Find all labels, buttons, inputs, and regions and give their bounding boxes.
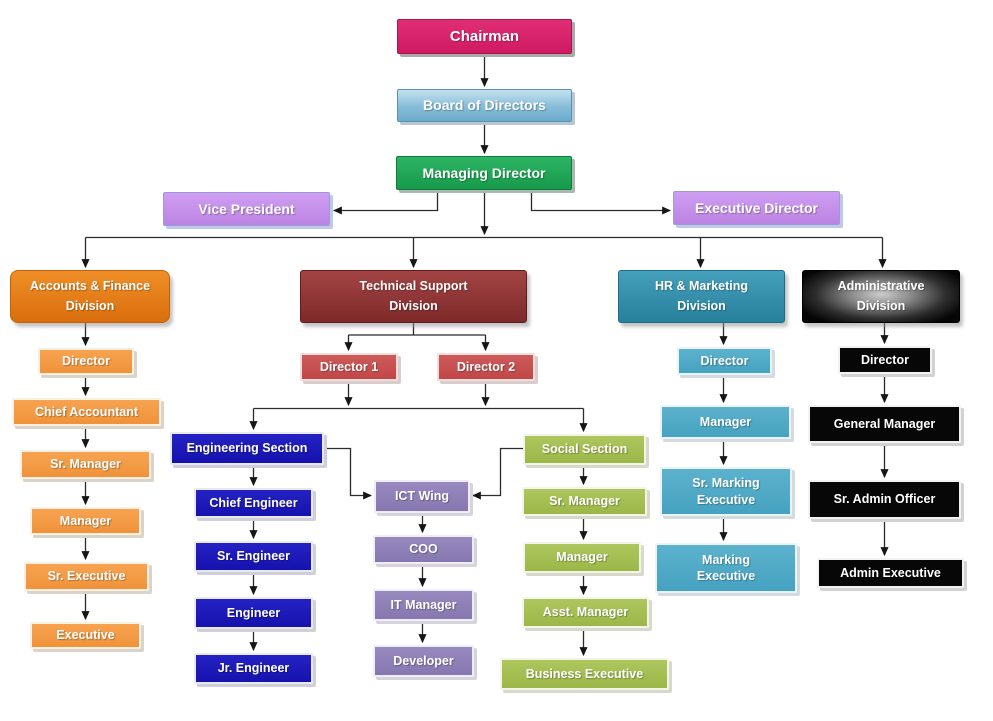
division-hr-marketing: HR & Marketing Division [618,270,785,323]
node-engineer: Engineer [194,597,313,629]
node-sr-executive: Sr. Executive [24,562,149,591]
node-chief-accountant: Chief Accountant [12,398,161,426]
division-technical-support: Technical Support Division [300,270,527,323]
division-title: Technical Support Division [359,279,468,313]
node-director-2: Director 2 [437,353,535,381]
node-executive-director: Executive Director [673,191,840,225]
node-admin-director: Director [838,346,932,374]
division-bus-arrows [81,236,887,269]
node-managing-director: Managing Director [396,156,572,190]
node-chairman: Chairman [397,19,572,54]
node-executive: Executive [30,622,141,649]
node-it-manager: IT Manager [373,589,474,621]
node-business-executive: Business Executive [500,658,669,690]
top-chain-arrows [332,54,672,236]
node-asst-manager: Asst. Manager [522,597,649,628]
node-engineering-section: Engineering Section [170,432,324,465]
division-title: Accounts & Finance Division [29,279,151,313]
node-jr-engineer: Jr. Engineer [194,653,313,684]
node-admin-executive: Admin Executive [817,558,964,588]
division-title: Administrative Division [837,279,925,313]
division-administrative: Administrative Division [802,270,960,323]
node-marking-executive: Marking Executive [655,543,797,593]
node-sr-admin-officer: Sr. Admin Officer [808,480,961,519]
node-social-manager: Manager [523,542,641,573]
node-sr-engineer: Sr. Engineer [194,541,313,572]
node-general-manager: General Manager [808,405,961,443]
division-accounts-finance: Accounts & Finance Division [10,270,170,323]
node-vice-president: Vice President [163,192,330,226]
division-title: HR & Marketing Division [654,279,749,313]
node-developer: Developer [373,645,474,677]
node-accounts-sr-manager: Sr. Manager [20,450,151,479]
node-director-1: Director 1 [300,353,398,381]
node-hr-director: Director [677,347,772,375]
node-accounts-director: Director [38,348,134,375]
node-ict-wing: ICT Wing [374,480,470,513]
node-hr-manager: Manager [660,405,791,439]
node-social-sr-manager: Sr. Manager [522,487,647,516]
node-accounts-manager: Manager [30,507,141,535]
node-label: Marking Executive [696,552,756,583]
node-board-of-directors: Board of Directors [397,89,572,122]
node-coo: COO [373,535,474,564]
node-social-section: Social Section [523,434,646,465]
node-label: Sr. Marking Executive [692,476,760,507]
node-sr-marking-executive: Sr. Marking Executive [660,467,792,516]
node-chief-engineer: Chief Engineer [194,488,313,518]
